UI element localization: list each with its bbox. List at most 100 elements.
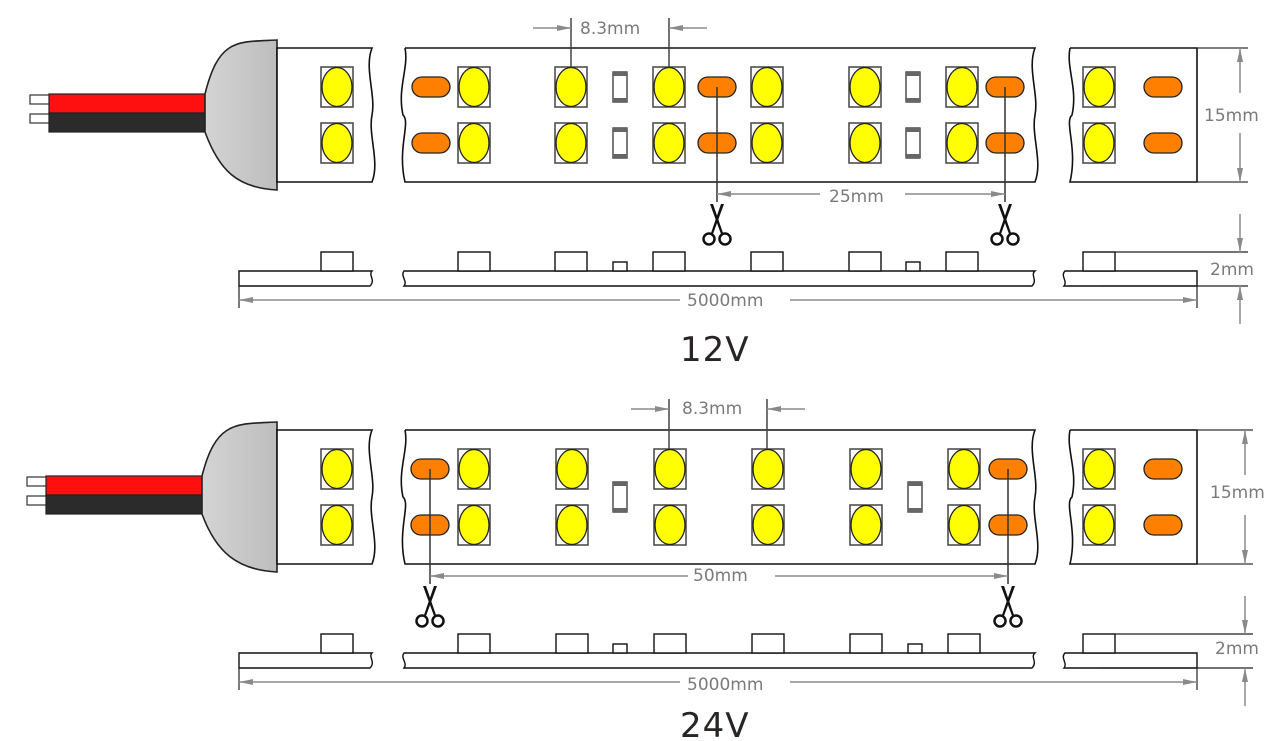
resistor-cap: [613, 154, 627, 158]
led-chip: [457, 448, 491, 490]
led-chip: [751, 504, 785, 546]
resistor-body: [907, 481, 923, 513]
led-lens: [458, 448, 490, 490]
led-lens: [1083, 66, 1115, 108]
wire-tip: [26, 476, 48, 487]
solder-pad: [1143, 458, 1183, 480]
side-led: [750, 251, 784, 272]
side-led: [652, 251, 686, 272]
led-lens: [1083, 504, 1115, 546]
led-lens: [555, 66, 587, 108]
resistor-cap: [908, 482, 922, 486]
led-chip: [555, 504, 589, 546]
led-lens: [850, 448, 882, 490]
led-lens: [1083, 448, 1115, 490]
scissors-handle: [990, 232, 1004, 246]
led-lens: [1083, 122, 1115, 164]
scissors-icon: [990, 204, 1020, 246]
side-led: [849, 633, 883, 654]
cut-interval-label: 50mm: [693, 566, 748, 586]
resistor-body: [612, 71, 628, 103]
led-lens: [555, 122, 587, 164]
side-led: [320, 633, 354, 654]
led-chip: [945, 66, 979, 108]
led-lens: [556, 448, 588, 490]
led-chip: [457, 122, 491, 164]
led-chip: [555, 448, 589, 490]
scissors-handle: [702, 232, 716, 246]
side-led: [653, 633, 687, 654]
led-chip: [653, 448, 687, 490]
scissors-blade: [1002, 586, 1015, 616]
led-lens: [752, 448, 784, 490]
scissors-blade: [999, 204, 1012, 234]
side-led: [555, 633, 589, 654]
end-cap: [204, 39, 278, 191]
resistor-cap: [613, 72, 627, 76]
top-view-24v: [26, 421, 1198, 573]
solder-pad: [1143, 132, 1183, 154]
led-lens: [946, 66, 978, 108]
led-lens: [653, 66, 685, 108]
black-wire: [48, 112, 206, 133]
resistor-body: [612, 481, 628, 513]
led-lens: [654, 448, 686, 490]
resistor: [905, 71, 921, 103]
black-wire: [45, 494, 203, 515]
led-chip: [947, 448, 981, 490]
side-led: [320, 251, 354, 272]
led-lens: [948, 504, 980, 546]
side-led: [1082, 251, 1116, 272]
length-label: 5000mm: [687, 675, 763, 695]
led-chip: [849, 448, 883, 490]
resistor-cap: [906, 128, 920, 132]
led-chip: [320, 504, 354, 546]
strip-24v: 8.3mm 50mm 15mm 2mm 5000mm 24V: [26, 399, 1265, 741]
led-lens: [321, 122, 353, 164]
resistor: [612, 127, 628, 159]
voltage-label-24v: 24V: [680, 706, 750, 741]
led-lens: [321, 448, 353, 490]
led-lens: [752, 504, 784, 546]
led-chip: [320, 122, 354, 164]
resistor: [612, 71, 628, 103]
solder-pad: [411, 76, 451, 98]
side-strip-middle: [402, 270, 1037, 287]
resistor-cap: [613, 508, 627, 512]
strip-section-middle: [400, 429, 1039, 565]
led-pitch-label: 8.3mm: [580, 19, 640, 39]
scissors-blade: [424, 586, 437, 616]
led-lens: [946, 122, 978, 164]
led-lens: [458, 504, 490, 546]
scissors-icon: [993, 586, 1023, 628]
led-pitch-label: 8.3mm: [682, 399, 742, 419]
led-chip: [652, 66, 686, 108]
led-chip: [750, 122, 784, 164]
strip-section-middle: [400, 47, 1039, 183]
resistor-body: [905, 71, 921, 103]
wire-tip: [29, 113, 51, 124]
side-resistor: [905, 261, 921, 272]
scissors-icon: [415, 586, 445, 628]
dimensions-24v: [238, 399, 1253, 706]
scissors-handle: [993, 614, 1007, 628]
side-view-12v: [238, 251, 1198, 287]
led-lens: [654, 504, 686, 546]
resistor-cap: [613, 98, 627, 102]
led-chip: [653, 504, 687, 546]
scissors-handle: [1009, 614, 1023, 628]
led-chip: [554, 122, 588, 164]
resistor-cap: [908, 508, 922, 512]
wire-tip: [29, 94, 51, 105]
led-chip: [1082, 66, 1116, 108]
resistor-cap: [613, 482, 627, 486]
solder-pad: [1143, 76, 1183, 98]
scissors-handle: [415, 614, 429, 628]
led-chip: [848, 122, 882, 164]
led-lens: [458, 66, 490, 108]
side-resistor: [612, 643, 628, 654]
side-strip-middle: [402, 652, 1037, 669]
side-led: [457, 633, 491, 654]
led-chip: [848, 66, 882, 108]
